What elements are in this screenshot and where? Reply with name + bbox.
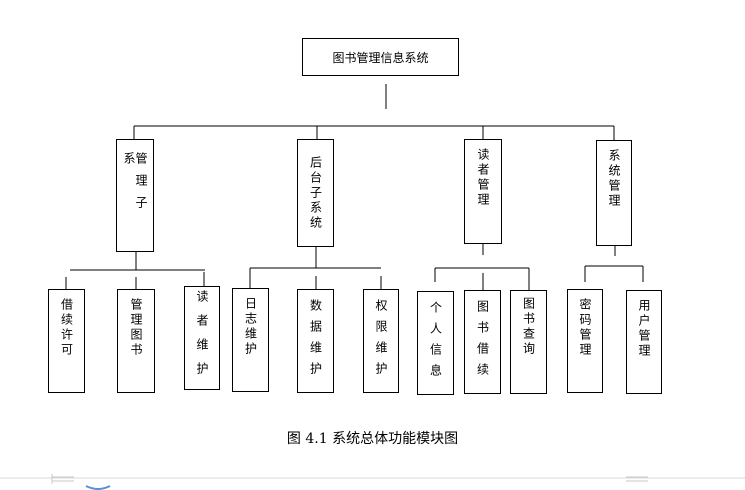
leaf-node: 图书借续 [464, 290, 501, 394]
leaf-label: 个人信息 [428, 301, 443, 385]
leaf-label: 权限维护 [374, 299, 388, 383]
module-label: 系统管理 [607, 149, 621, 209]
leaf-node: 用户管理 [626, 290, 662, 394]
leaf-node: 权限维护 [363, 289, 399, 393]
leaf-label: 管理图书 [129, 298, 143, 358]
module-label: 读者管理 [476, 148, 490, 208]
leaf-label: 图书查询 [521, 297, 536, 357]
module-node-reader-management: 读者管理 [464, 139, 502, 244]
page-edge-decoration [0, 474, 745, 490]
leaf-label: 借续许可 [59, 298, 74, 358]
leaf-label: 图书借续 [475, 300, 490, 384]
leaf-node: 个人信息 [417, 291, 454, 395]
root-node: 图书管理信息系统 [302, 38, 459, 76]
leaf-node: 管理图书 [117, 289, 155, 393]
leaf-label: 用户管理 [637, 299, 651, 359]
module-label: 管理子系 [122, 152, 148, 218]
leaf-label: 读者维护 [195, 290, 209, 386]
leaf-node: 图书查询 [510, 290, 547, 394]
module-node-system-management: 系统管理 [596, 140, 632, 246]
module-node-management-subsystem: 管理子系 [116, 139, 154, 252]
leaf-node: 日志维护 [232, 288, 269, 392]
leaf-label: 数据维护 [308, 299, 323, 383]
root-label: 图书管理信息系统 [332, 50, 429, 65]
leaf-label: 密码管理 [578, 298, 592, 358]
module-node-backend-subsystem: 后台子系统 [297, 139, 334, 247]
leaf-node: 数据维护 [297, 289, 334, 393]
leaf-label: 日志维护 [243, 297, 258, 357]
leaf-node: 读者维护 [184, 286, 220, 390]
leaf-node: 借续许可 [48, 289, 85, 393]
module-label: 后台子系统 [308, 155, 323, 231]
figure-caption: 图 4.1 系统总体功能模块图 [286, 431, 459, 447]
leaf-node: 密码管理 [567, 289, 603, 393]
